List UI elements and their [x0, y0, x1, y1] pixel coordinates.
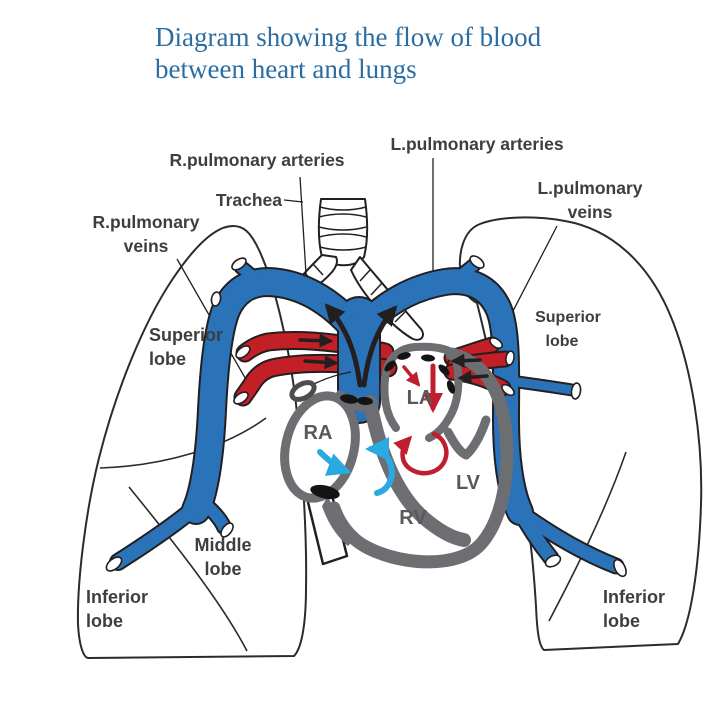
label-left-atrium: LA	[407, 387, 434, 409]
label-l-pulmonary-arteries: L.pulmonary arteries	[390, 134, 563, 154]
pulmonary-vein-opening	[438, 364, 450, 376]
left-lung	[458, 216, 703, 651]
artery-cut-end	[220, 522, 234, 538]
vein-cut-end	[505, 350, 515, 366]
label-superior-lobe-left-2: lobe	[149, 349, 186, 369]
vein-flow-arrow	[298, 333, 334, 348]
vein-cut-end	[489, 337, 503, 349]
ra-inflow-arrow-cyan	[317, 449, 352, 476]
label-l-pulmonary-veins-2: veins	[568, 202, 613, 222]
pulmonary-vein-opening	[384, 360, 396, 372]
leader-trachea	[283, 199, 304, 203]
title-block: Diagram showing the flow of blood betwee…	[155, 22, 542, 84]
pulmonary-vein-opening	[421, 354, 435, 362]
heart-outer-wall	[327, 347, 514, 569]
right-lung-horizontal-fissure	[99, 417, 267, 469]
aortic-outflow	[443, 415, 491, 460]
artery-cut-end	[570, 382, 582, 400]
label-inferior-lobe-left-1: Inferior	[86, 587, 148, 607]
trachea-ring	[318, 226, 367, 231]
leader-r-pulmonary-arteries	[299, 176, 308, 291]
bronchus-ring	[312, 263, 324, 276]
pulmonary-vein-opening	[397, 352, 411, 360]
label-superior-lobe-right-2: lobe	[546, 333, 579, 350]
left-atrium-rim-left	[380, 368, 400, 432]
left-atrium-rim-top	[382, 342, 459, 376]
annotation-labels: R.pulmonary arteries Trachea R.pulmonary…	[86, 134, 665, 631]
trachea-ring	[319, 206, 367, 211]
diagram-title-line2: between heart and lungs	[155, 54, 417, 84]
label-trachea: Trachea	[216, 190, 282, 210]
interventricular-septum	[363, 395, 471, 547]
label-superior-lobe-right-1: Superior	[535, 309, 601, 326]
bronchus-ring	[359, 269, 371, 282]
pulmonary-vein-opening	[446, 380, 456, 394]
la-inflow-arrow-red	[402, 365, 421, 387]
vein-flow-arrow	[303, 355, 339, 370]
label-l-pulmonary-veins-1: L.pulmonary	[537, 178, 642, 198]
artery-cut-end	[210, 291, 222, 307]
svc-connector-line	[313, 371, 352, 385]
chamber-labels: RA LA RV LV	[304, 387, 481, 529]
rv-flow-arrow-cyan	[365, 437, 395, 496]
cut-vessel-ring	[289, 380, 317, 402]
right-lung-oblique-fissure	[128, 486, 248, 652]
ivc-opening	[310, 484, 340, 500]
label-inferior-lobe-right-2: lobe	[603, 611, 640, 631]
vein-cut-end	[501, 383, 515, 397]
label-right-ventricle: RV	[399, 507, 427, 529]
label-left-ventricle: LV	[456, 472, 481, 494]
label-inferior-lobe-left-2: lobe	[86, 611, 123, 631]
vein-flow-arrow	[457, 370, 489, 385]
label-middle-lobe-1: Middle	[195, 535, 252, 555]
trachea-ring	[319, 246, 367, 251]
diagram-title-line1: Diagram showing the flow of blood	[155, 22, 542, 52]
label-r-pulmonary-veins-1: R.pulmonary	[93, 212, 200, 232]
label-right-atrium: RA	[304, 422, 333, 444]
artery-cut-end	[231, 257, 247, 271]
lv-swirl-arrow-red	[393, 431, 449, 476]
artery-cut-end	[469, 255, 485, 269]
flow-arrows	[298, 303, 489, 496]
vein-cut-end	[233, 391, 249, 405]
left-lung-oblique-fissure	[548, 451, 627, 622]
label-superior-lobe-left-1: Superior	[149, 325, 223, 345]
vein-cut-end	[235, 345, 251, 359]
label-middle-lobe-2: lobe	[204, 559, 241, 579]
label-r-pulmonary-arteries: R.pulmonary arteries	[169, 150, 344, 170]
label-inferior-lobe-right-1: Inferior	[603, 587, 665, 607]
vein-flow-arrow	[450, 353, 482, 368]
label-r-pulmonary-veins-2: veins	[124, 236, 169, 256]
bronchus-ring	[370, 282, 383, 296]
artery-flow-arrow-right	[361, 305, 398, 388]
trachea-ring	[318, 213, 367, 218]
pulmonary-valve-opening	[340, 394, 358, 404]
trachea-ring	[318, 233, 367, 238]
heart	[280, 342, 514, 569]
gray-wedge-bottom	[322, 496, 358, 546]
pulmonary-valve-opening	[357, 396, 373, 406]
artery-cut-end	[544, 554, 562, 568]
artery-flow-arrow-left	[324, 303, 363, 388]
artery-cut-end	[105, 556, 123, 572]
artery-cut-end	[613, 558, 627, 578]
